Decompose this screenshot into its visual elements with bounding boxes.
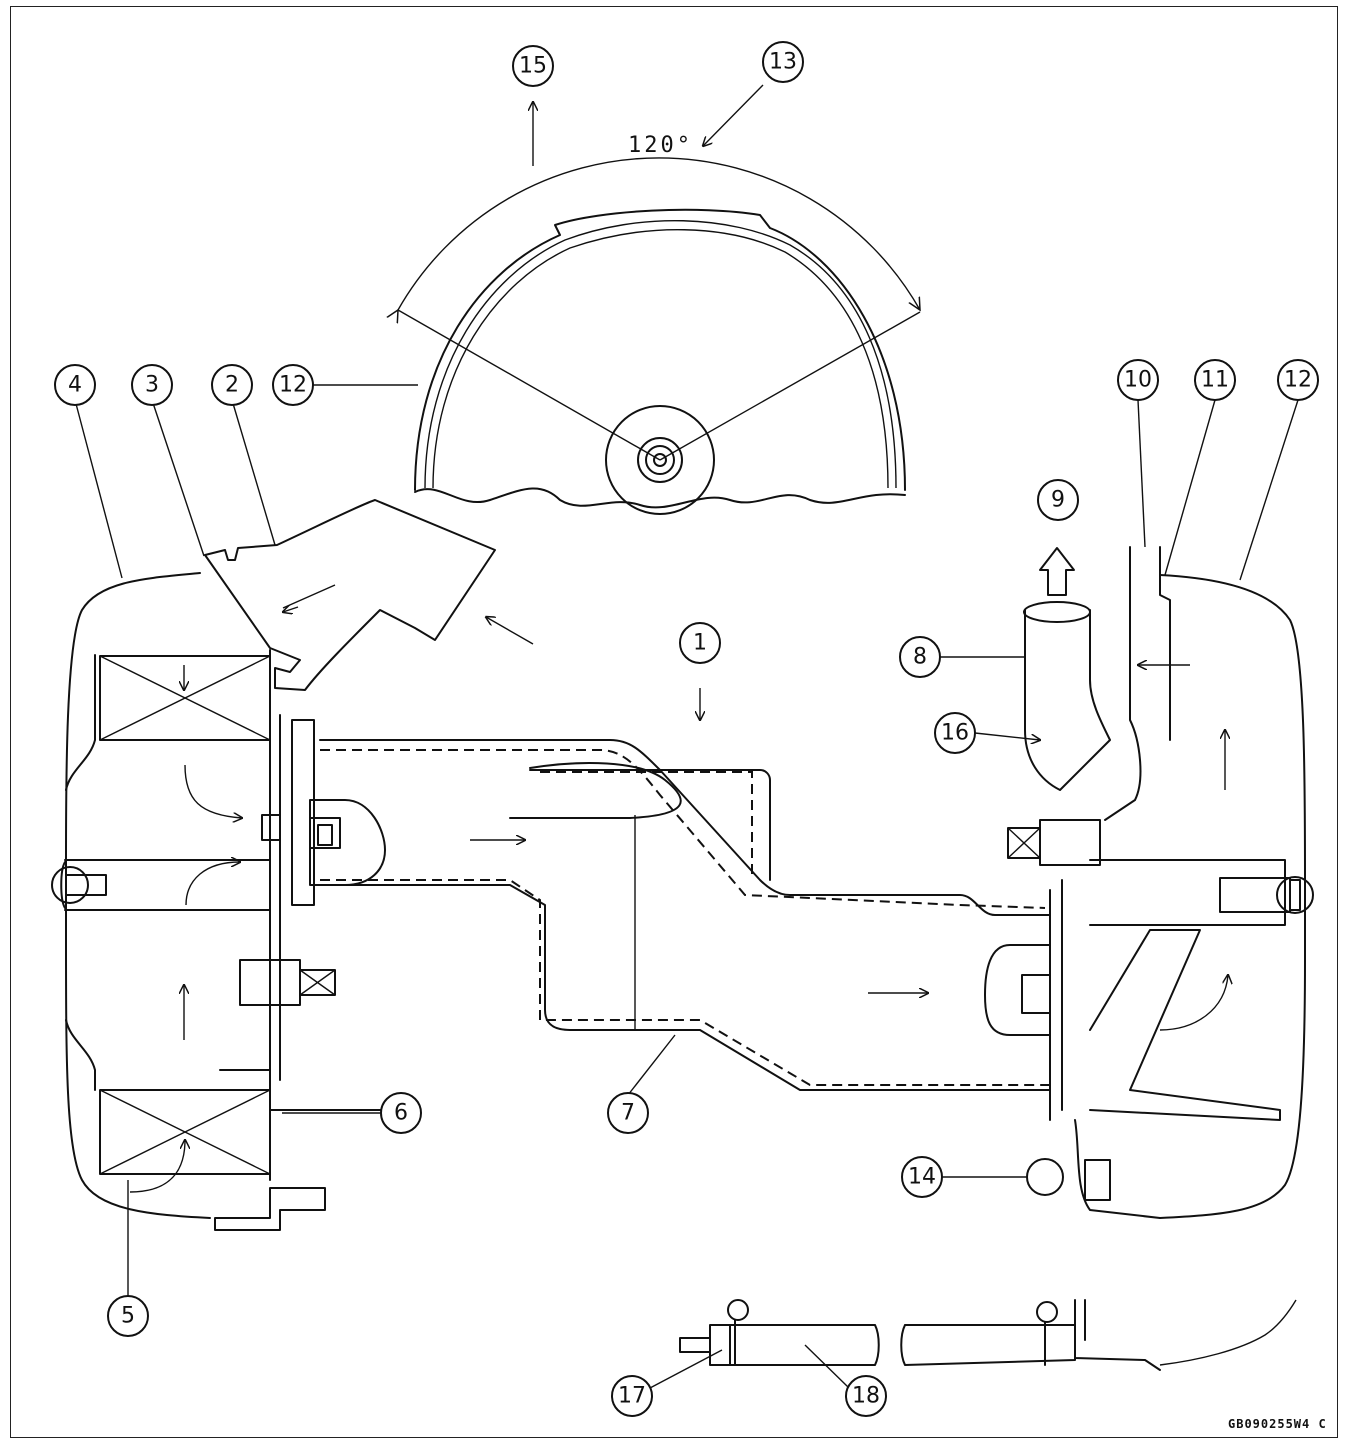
svg-text:10: 10 <box>1124 368 1152 393</box>
svg-text:12: 12 <box>1284 368 1312 393</box>
callout-12-left: 12 <box>272 364 314 406</box>
svg-text:6: 6 <box>394 1101 408 1126</box>
callout-3: 3 <box>131 364 173 406</box>
leader-lines <box>74 384 1299 1389</box>
crossover-duct <box>309 688 1051 1091</box>
callout-10: 10 <box>1117 359 1159 401</box>
svg-text:3: 3 <box>145 373 159 398</box>
hose-detail <box>679 1299 1297 1371</box>
intake-duct <box>204 499 534 691</box>
callout-9: 9 <box>1037 479 1079 521</box>
left-air-box <box>51 572 411 1231</box>
svg-text:7: 7 <box>621 1101 635 1126</box>
figure-frame <box>10 6 1338 1438</box>
svg-text:13: 13 <box>769 50 797 75</box>
svg-text:4: 4 <box>68 373 82 398</box>
callout-17: 17 <box>611 1375 653 1417</box>
callout-1: 1 <box>679 622 721 664</box>
svg-text:17: 17 <box>618 1384 646 1409</box>
svg-text:2: 2 <box>225 373 239 398</box>
pulley-hub <box>605 405 715 515</box>
right-air-box <box>1007 546 1314 1219</box>
angle-label: 120° <box>628 133 693 158</box>
svg-text:9: 9 <box>1051 488 1065 513</box>
svg-text:18: 18 <box>852 1384 880 1409</box>
callout-13: 13 <box>762 41 804 83</box>
exhaust-arrow <box>1039 547 1075 596</box>
angle-arc <box>398 157 920 310</box>
callout-8: 8 <box>899 636 941 678</box>
callout-12-right: 12 <box>1277 359 1319 401</box>
figure-code: GB090255W4 C <box>1228 1417 1327 1431</box>
pulley-detail: 120° <box>398 84 920 515</box>
callout-14: 14 <box>901 1156 943 1198</box>
svg-text:15: 15 <box>519 54 547 79</box>
callout-11: 11 <box>1194 359 1236 401</box>
callout-7: 7 <box>607 1092 649 1134</box>
svg-text:16: 16 <box>941 721 969 746</box>
svg-text:14: 14 <box>908 1165 936 1190</box>
callout-16: 16 <box>934 712 976 754</box>
callout-18: 18 <box>845 1375 887 1417</box>
svg-text:5: 5 <box>121 1304 135 1329</box>
callout-6: 6 <box>380 1092 422 1134</box>
cover-outline <box>414 208 906 491</box>
svg-text:8: 8 <box>913 645 927 670</box>
callout-15: 15 <box>512 45 554 87</box>
svg-text:12: 12 <box>279 373 307 398</box>
callout-4: 4 <box>54 364 96 406</box>
callout-5: 5 <box>107 1295 149 1337</box>
svg-text:1: 1 <box>693 631 707 656</box>
callout-2: 2 <box>211 364 253 406</box>
svg-text:11: 11 <box>1201 368 1229 393</box>
